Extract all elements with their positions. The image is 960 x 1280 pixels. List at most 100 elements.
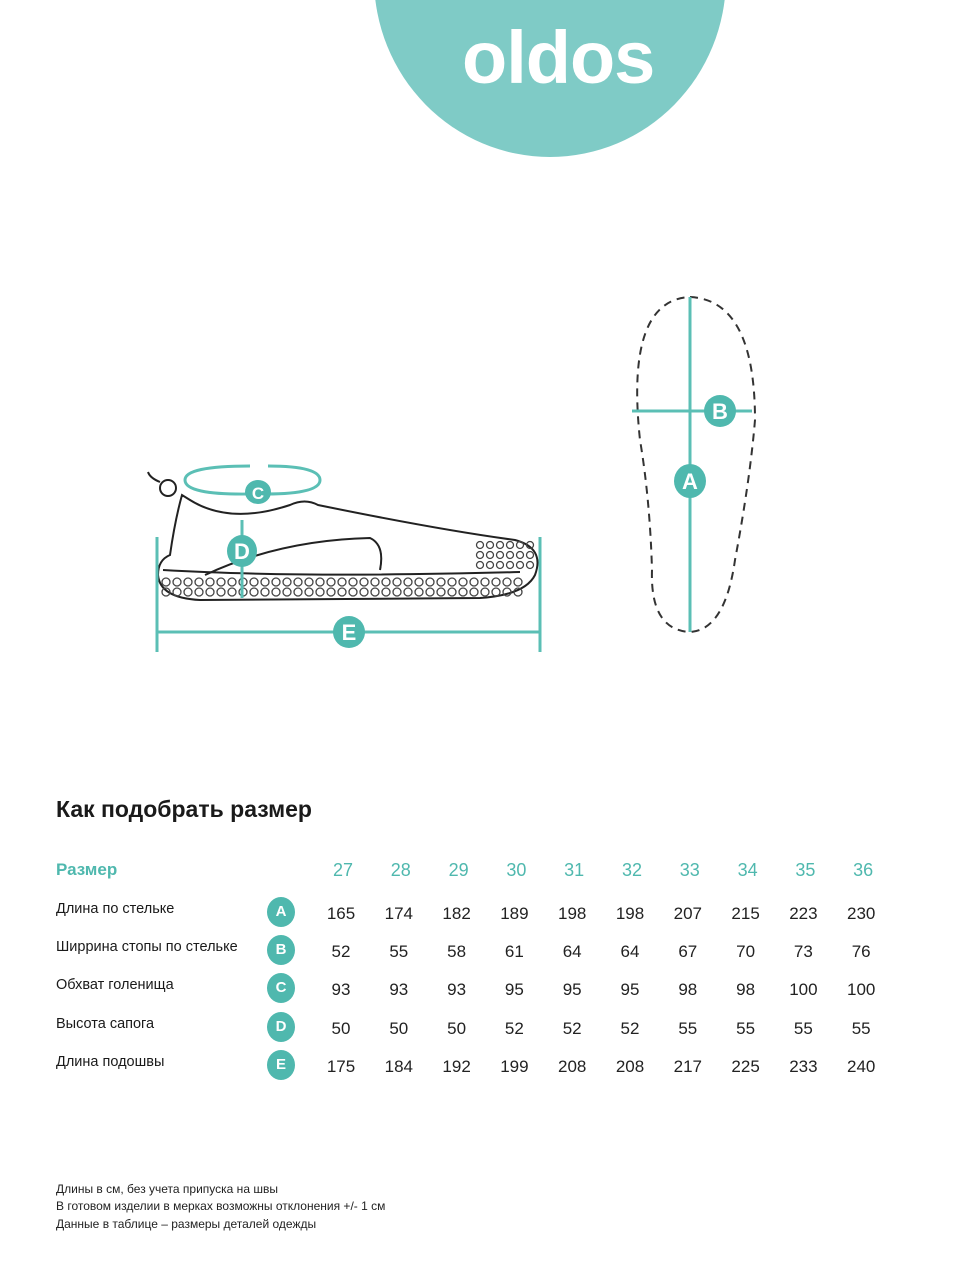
sole-tread-dot [403,577,413,587]
sole-tread-dot [227,577,237,587]
toe-tread-dot [525,550,535,560]
sole-tread-dot [326,587,336,597]
table-cell: 52 [331,942,351,961]
sole-tread-dot [436,587,446,597]
sole-tread-dot [161,587,171,597]
table-cell: 93 [389,980,409,999]
table-cell: 198 [615,904,645,923]
table-cell: 64 [620,942,640,961]
row-badge: C [267,973,295,1003]
brand-logo: oldos [462,16,655,99]
sole-tread-dot [502,577,512,587]
row-badge: B [267,935,295,965]
sole-tread-dot [205,577,215,587]
diagram-label-e: E [342,620,357,645]
sole-tread-dot [414,587,424,597]
sole-tread-dot [205,587,215,597]
table-cell: 95 [620,980,640,999]
toe-tread-dot [525,560,535,570]
toe-tread-dot [515,540,525,550]
row-label: Длина по стельке [56,901,175,917]
diagram-label-b: B [712,399,728,424]
sole-tread-dot [315,577,325,587]
sole-tread-dot [282,587,292,597]
table-cell: 98 [678,980,698,999]
sole-tread-dot [216,587,226,597]
sole-tread-dot [249,587,259,597]
size-column-header: 27 [332,860,354,880]
sole-tread-dot [271,577,281,587]
sole-tread-dot [183,577,193,587]
table-cell: 73 [793,942,813,961]
logo-blob [375,0,725,157]
sole-tread-dot [359,577,369,587]
sole-tread-dot [304,577,314,587]
sole-tread-dot [447,577,457,587]
size-column-header: 28 [390,860,411,880]
table-cell: 55 [851,1019,871,1038]
sole-tread-dot [403,587,413,597]
sole-tread-dot [172,577,182,587]
sole-tread-dot [161,577,171,587]
toe-tread-dot [515,550,525,560]
sole-tread-dot [458,587,468,597]
row-label: Ширрина стопы по стельке [56,939,238,955]
table-cell: 67 [678,942,698,961]
toe-tread-dot [505,560,515,570]
size-header-label: Размер [56,860,118,879]
toe-tread-dot [515,560,525,570]
shoe-side-diagram: C D E B A [147,295,757,652]
note: В готовом изделии в мерках возможны откл… [56,1199,386,1213]
toe-tread-dot [505,550,515,560]
toe-tread-dot [485,560,495,570]
sole-tread-dot [469,577,479,587]
size-column-header: 32 [621,860,643,880]
sole-tread-dot [260,577,270,587]
table-cell: 64 [562,942,582,961]
page-title: Как подобрать размер [56,796,312,822]
sole-tread-dot [359,587,369,597]
table-cell: 52 [504,1019,524,1038]
sole-tread-dot [348,577,358,587]
table-cell: 76 [851,942,871,961]
table-cell: 55 [736,1019,756,1038]
toe-tread-dot [475,560,485,570]
table-cell: 55 [678,1019,698,1038]
sole-tread-dot [513,577,523,587]
table-cell: 58 [447,942,467,961]
diagram-label-c: C [252,484,264,503]
table-cell: 52 [562,1019,582,1038]
size-column-header: 31 [564,860,585,880]
sole-tread-dot [194,587,204,597]
toe-tread-dot [485,540,495,550]
size-column-header: 33 [679,860,700,880]
table-cell: 55 [389,942,409,961]
sole-tread-dot [315,587,325,597]
size-column-header: 34 [737,860,758,880]
row-label: Обхват голенища [56,977,174,993]
table-cell: 198 [558,904,587,923]
sole-tread-dot [216,577,226,587]
table-cell: 174 [384,904,413,923]
table-cell: 192 [442,1057,471,1076]
sole-tread-dot [381,577,391,587]
row-badge: E [267,1050,295,1080]
sole-tread-dot [425,587,435,597]
row-badge: D [267,1012,295,1042]
table-cell: 175 [326,1057,356,1076]
table-cell: 230 [847,904,876,923]
sole-tread-dot [480,587,490,597]
table-cell: 182 [442,904,471,923]
sole-tread-dot [183,587,193,597]
sole-tread-dot [392,587,402,597]
diagram-label-a: A [682,469,698,494]
toe-tread-dot [485,550,495,560]
sole-tread-dot [348,587,358,597]
sole-tread-dot [172,587,182,597]
table-cell: 50 [389,1019,409,1038]
table-cell: 98 [736,980,756,999]
sole-tread-dot [260,587,270,597]
table-cell: 199 [500,1057,529,1076]
toe-tread-dot [495,550,505,560]
table-cell: 165 [326,904,356,923]
